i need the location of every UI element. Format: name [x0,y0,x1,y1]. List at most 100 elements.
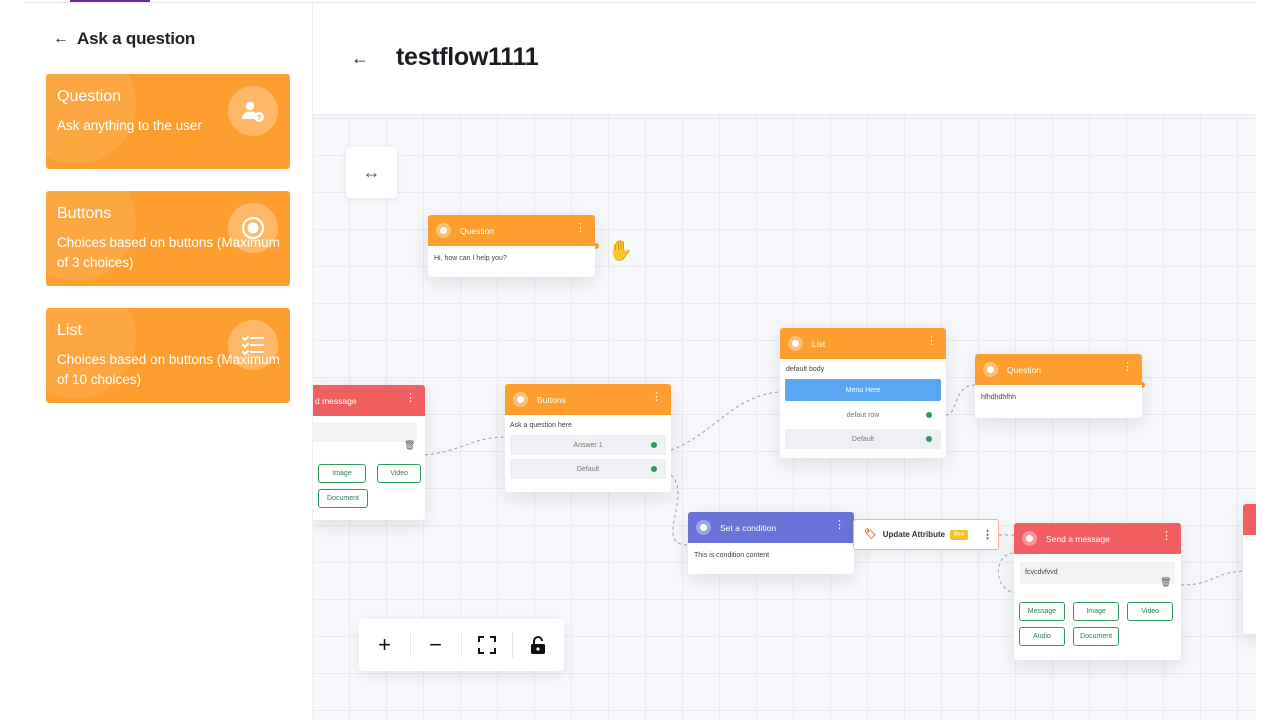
row-label: Default [851,435,875,443]
message-input-area[interactable] [313,422,417,442]
unlock-icon [530,636,545,654]
connector-dot[interactable] [926,436,932,442]
back-button[interactable]: ← [351,48,369,68]
node-partial-right[interactable] [1243,504,1256,634]
tag-icon: 🏷 [864,529,877,540]
list-row-default[interactable]: Default [785,429,941,449]
message-body: fcvcdvfvvd [1020,562,1175,584]
option-default[interactable]: Default [510,459,666,479]
node-buttons[interactable]: Buttons ⋮ Ask a question here Answer 1 D… [505,384,671,492]
card-description: Choices based on buttons (Maximum of 3 c… [57,235,280,270]
back-to-ask-question[interactable]: ← Ask a question [53,29,195,49]
node-header: List ⋮ [780,328,946,359]
node-send-message-left[interactable]: d message ⋮ 🗑 Image Video Document [313,385,425,520]
more-options-icon[interactable]: ⋮ [834,519,845,531]
node-body: This is condition content [694,552,770,559]
trash-icon[interactable]: 🗑 [1160,577,1172,587]
checklist-icon [228,320,278,370]
connector-dot[interactable] [926,412,932,418]
node-title: Send a message [1046,533,1110,544]
question-icon [983,362,998,377]
node-title: Set a condition [720,522,777,533]
more-options-icon[interactable]: ⋮ [982,529,993,541]
page-title: testflow1111 [396,43,539,71]
chip-video[interactable]: Video [377,464,422,483]
hand-cursor-icon: ✋ [608,240,633,262]
lock-toggle-button[interactable] [512,619,563,671]
node-title: Buttons [537,394,566,405]
menu-label: Menu Here [845,386,881,394]
connector-dot[interactable] [651,442,657,448]
flow-header: ← testflow1111 [313,3,1256,115]
node-title: Update Attribute [882,530,946,539]
message-icon [1022,531,1037,546]
node-header: Question ⋮ [428,215,595,246]
arrow-left-icon: ← [53,30,69,47]
more-options-icon[interactable]: ⋮ [1122,361,1133,373]
node-header [1243,504,1256,535]
node-title: List [812,338,826,349]
sidebar-title: Ask a question [77,29,196,48]
node-header: Send a message ⋮ [1014,523,1181,554]
node-header: Set a condition ⋮ [688,512,854,543]
card-description: Ask anything to the user [57,118,202,133]
chip-document[interactable]: Document [1073,627,1120,646]
condition-icon [696,520,711,535]
node-list[interactable]: List ⋮ default body Menu Here defaut row… [780,328,946,458]
option-answer-1[interactable]: Answer 1 [510,435,666,455]
plus-icon: + [378,632,391,657]
node-body: Hi, how can I help you? [434,255,507,262]
more-options-icon[interactable]: ⋮ [926,335,937,347]
fullscreen-icon [477,636,496,654]
list-menu-button[interactable]: Menu Here [785,379,941,401]
card-description: Choices based on buttons (Maximum of 10 … [57,352,280,387]
node-send-message-right[interactable]: Send a message ⋮ fcvcdvfvvd 🗑 Message Im… [1014,523,1181,660]
flow-canvas[interactable]: ↔ Question ⋮ Hi, how can I help you? d m… [313,115,1256,720]
expand-panel-button[interactable]: ↔ [346,147,397,198]
more-options-icon[interactable]: ⋮ [575,222,586,234]
top-accent-bar [70,0,150,3]
option-label: Default [576,465,600,473]
node-title: d message [315,395,357,406]
option-label: Answer 1 [573,441,603,449]
card-title: Question [57,88,122,105]
chip-group: Message Image Video Audio Document [1016,599,1181,649]
fit-view-button[interactable] [461,619,512,671]
trash-icon[interactable]: 🗑 [404,440,416,450]
card-title: List [57,322,82,339]
connector-dot[interactable] [651,466,657,472]
chip-image[interactable]: Image [318,464,366,483]
node-title: Question [460,225,495,236]
node-set-condition[interactable]: Set a condition ⋮ This is condition cont… [688,512,854,574]
more-options-icon[interactable]: ⋮ [651,391,662,403]
row-label: defaut row [846,411,880,419]
chip-message[interactable]: Message [1019,602,1065,621]
node-header: Buttons ⋮ [505,384,671,415]
zoom-in-button[interactable]: + [359,619,410,671]
card-question[interactable]: Question Ask anything to the user ? [46,74,290,169]
node-question-2[interactable]: Question ⋮ hfhdhdhfhh [975,354,1142,418]
more-options-icon[interactable]: ⋮ [405,392,416,404]
card-buttons[interactable]: Buttons Choices based on buttons (Maximu… [46,191,290,286]
radio-button-icon [513,392,528,407]
node-title: Question [1007,364,1042,375]
top-divider [24,2,1256,3]
chip-document[interactable]: Document [318,489,368,508]
radio-button-icon [228,203,278,253]
node-body: Ask a question here [510,422,572,429]
chip-image[interactable]: Image [1073,602,1120,621]
more-options-icon[interactable]: ⋮ [1161,530,1172,542]
chip-video[interactable]: Video [1127,602,1174,621]
chip-group: Image Video Document [315,461,425,511]
list-row-default-row[interactable]: defaut row [785,405,941,425]
pro-badge: Pro [950,529,969,540]
chip-audio[interactable]: Audio [1019,627,1065,646]
card-list[interactable]: List Choices based on buttons (Maximum o… [46,308,290,403]
node-question-1[interactable]: Question ⋮ Hi, how can I help you? [428,215,595,277]
node-update-attribute[interactable]: 🏷 Update Attribute Pro ⋮ [853,519,999,550]
zoom-out-button[interactable]: − [410,619,461,671]
card-title: Buttons [57,205,112,222]
arrows-horizontal-icon: ↔ [362,162,381,182]
sidebar: ← Ask a question Question Ask anything t… [24,3,313,720]
